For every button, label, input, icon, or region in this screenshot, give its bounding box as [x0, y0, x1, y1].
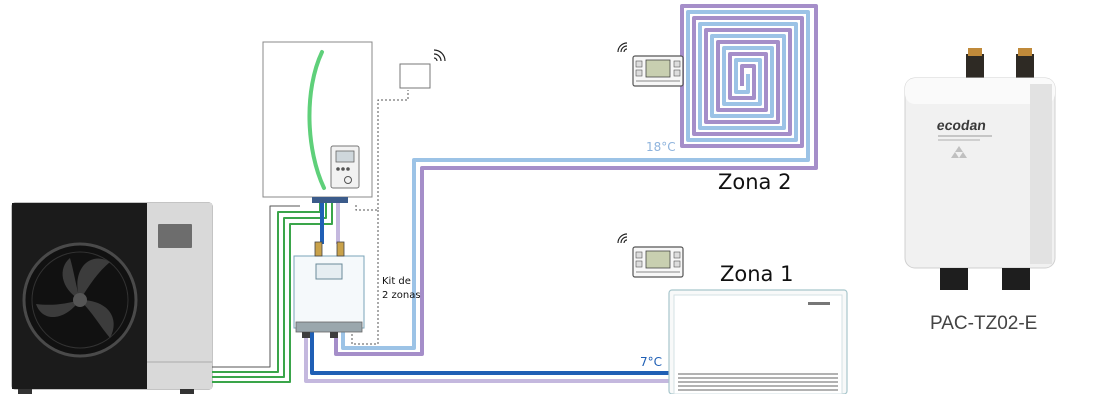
indoor-to-kit-pipes	[322, 198, 338, 244]
wifi-icon	[618, 234, 627, 243]
thermostat-zone1	[618, 234, 683, 277]
outdoor-unit	[12, 203, 212, 394]
product-logo: ecodan	[936, 117, 987, 133]
zone2-temperature: 18°C	[646, 140, 676, 154]
underfloor-spiral	[682, 6, 816, 152]
fan-icon	[24, 244, 136, 356]
indoor-unit	[263, 42, 372, 203]
zone2-label: Zona 2	[718, 170, 791, 194]
wifi-icon	[434, 50, 445, 61]
kit-label: Kit de 2 zonas	[382, 275, 421, 303]
wifi-icon	[618, 43, 627, 52]
product-model: PAC-TZ02-E	[930, 313, 1037, 335]
controller-icon	[331, 146, 359, 188]
wireless-receiver	[400, 50, 445, 88]
thermostat-icon	[633, 247, 683, 277]
zone1-label: Zona 1	[720, 262, 793, 286]
product-photo	[905, 48, 1055, 290]
fan-coil-unit	[669, 290, 847, 394]
kit-label-line1: Kit de	[382, 275, 421, 289]
zone-kit	[294, 242, 364, 338]
zone1-pipes	[306, 332, 678, 381]
thermostat-zone2	[618, 43, 683, 86]
zone1-temperature: 7°C	[640, 355, 662, 369]
kit-label-line2: 2 zonas	[382, 289, 421, 303]
thermostat-icon	[633, 56, 683, 86]
